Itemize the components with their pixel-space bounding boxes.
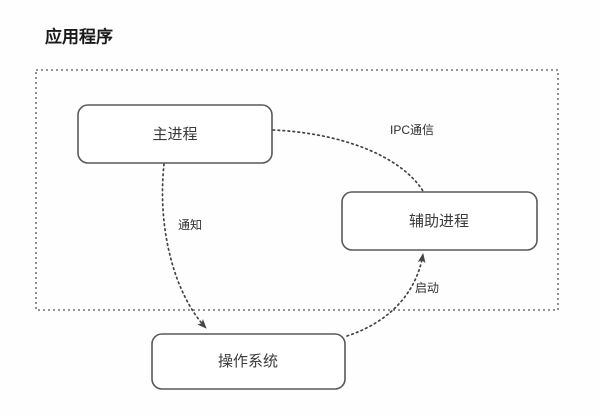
diagram-title: 应用程序 [45,26,113,46]
node-helper-process-box[interactable] [341,191,538,251]
node-main-process-box[interactable] [77,104,273,164]
edge-notify: 通知 [161,163,207,329]
edge-ipc-path [272,129,424,192]
node-main-process-label: 主进程 [152,126,197,143]
edge-notify-path [161,163,207,329]
edge-launch-path [346,252,426,337]
node-operating-system-box[interactable] [151,333,346,390]
node-operating-system[interactable]: 操作系统 [151,333,346,390]
edge-launch: 启动 [346,252,439,337]
node-helper-process[interactable]: 辅助进程 [341,191,538,251]
node-main-process[interactable]: 主进程 [77,104,273,164]
node-helper-process-label: 辅助进程 [409,213,469,230]
application-group-boundary [35,69,559,311]
edge-ipc-label: IPC通信 [390,123,434,137]
edge-launch-label: 启动 [415,281,439,295]
node-operating-system-label: 操作系统 [218,353,278,370]
edge-notify-label: 通知 [178,218,202,232]
edge-ipc: IPC通信 [272,123,434,192]
